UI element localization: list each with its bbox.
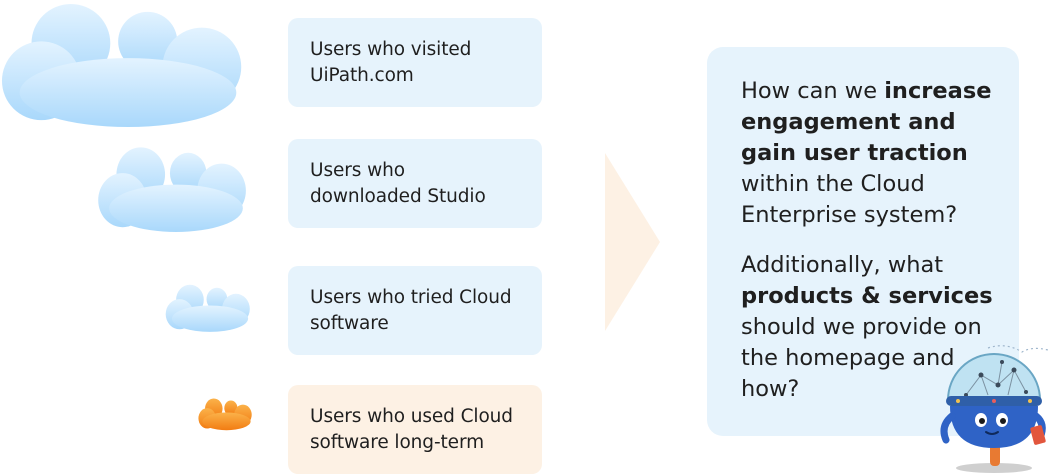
segment-text-line: Users who	[310, 160, 405, 181]
cloud-icon	[165, 284, 255, 333]
question-text-bold: products & services	[741, 283, 993, 309]
segment-card-tried: Users who tried Cloud software	[288, 266, 542, 355]
question-paragraph-engagement: How can we increase engagement and gain …	[741, 76, 1009, 231]
cloud-icon	[198, 398, 255, 431]
question-text: Enterprise system?	[741, 202, 958, 228]
robot-mascot-icon	[940, 345, 1049, 473]
segment-text-line: software long-term	[310, 432, 485, 453]
segment-text-line: downloaded Studio	[310, 186, 486, 207]
question-text-bold: gain user traction	[741, 140, 968, 166]
segment-text-line: Users who used Cloud	[310, 406, 513, 427]
question-line: How can we increase	[741, 76, 1009, 107]
question-text-bold: engagement and	[741, 109, 956, 135]
cloud-icon	[97, 146, 255, 234]
question-text-bold: increase	[884, 78, 992, 104]
question-text: should we provide on	[741, 314, 982, 340]
question-text: within the Cloud	[741, 171, 925, 197]
segment-card-visited: Users who visited UiPath.com	[288, 18, 542, 107]
segment-text-line: Users who visited	[310, 39, 472, 60]
segment-card-downloaded: Users who downloaded Studio	[288, 139, 542, 228]
segment-text-line: software	[310, 313, 389, 334]
question-text: Additionally, what	[741, 252, 944, 278]
segment-card-long-term: Users who used Cloud software long-term	[288, 385, 542, 474]
segment-text-line: Users who tried Cloud	[310, 287, 512, 308]
question-paragraph-products: Additionally, what products & services s…	[741, 250, 1009, 405]
question-text: the homepage and	[741, 345, 955, 371]
cloud-icon	[0, 2, 256, 130]
question-text: How can we	[741, 78, 885, 104]
arrow-icon	[605, 153, 660, 331]
question-text: how?	[741, 376, 800, 402]
segment-text-line: UiPath.com	[310, 65, 414, 86]
question-box: How can we increase engagement and gain …	[707, 47, 1019, 436]
